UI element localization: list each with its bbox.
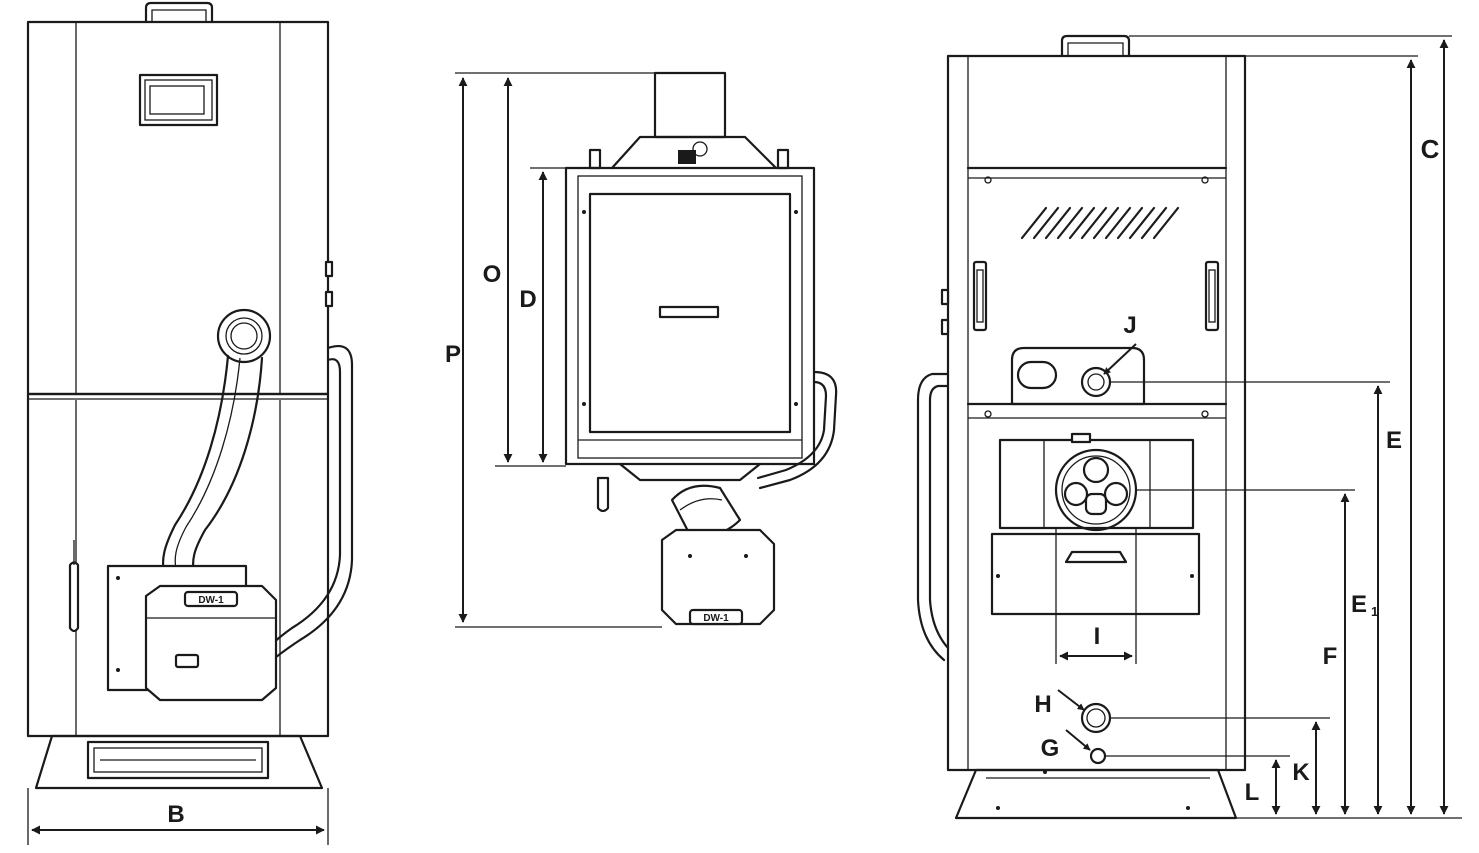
dimension-label-e1-main: E [1351,591,1367,618]
rear-side-hose [916,372,950,662]
dimensions-top-view: P O D [445,72,662,628]
rear-base-plinth [954,768,1238,820]
callout-arrow-h [1057,689,1085,711]
rear-hinge-left [972,260,988,332]
front-top-handle [144,1,214,24]
dimension-b: B [27,788,329,845]
fan-panel [998,438,1195,530]
lid-handle [658,305,720,319]
top-view-hose [758,370,838,490]
burner-plate-middle [688,608,744,626]
drain-g [1089,747,1107,765]
dimension-label-d: D [519,286,536,313]
burner-housing [144,584,278,702]
ventilation-grille [1020,206,1180,240]
control-display [138,73,219,127]
top-view-feed-tube [670,484,742,538]
feed-tube-flange [216,308,272,364]
rear-view [916,34,1247,820]
burner-sight-glass [174,653,200,669]
callout-label-h: H [1034,691,1051,718]
fuel-feed-hose [161,354,230,577]
dimension-label-i: I [1094,623,1101,650]
top-view-body [564,166,816,466]
burner-plate-left-text: DW-1 [198,595,224,606]
dimension-label-o: O [483,261,502,288]
front-upper-panel [26,20,330,396]
rear-hinge-right [1204,260,1220,332]
front-view: DW-1 [26,1,354,790]
top-view-burner [660,528,776,626]
dimension-label-e1-sub: 1 [1371,604,1378,619]
dimension-label-k: K [1292,759,1310,786]
top-view-lid [588,192,792,434]
front-base-plinth [34,734,324,790]
inlet-h [1080,702,1112,734]
callout-arrow-g [1065,729,1091,751]
side-return-hose [260,344,354,672]
flue-hood [610,135,778,170]
dimension-label-e: E [1386,427,1402,454]
callout-label-j: J [1123,312,1136,339]
burner-plate-middle-text: DW-1 [703,613,729,624]
rear-top-handle [1060,34,1131,58]
dimension-label-f: F [1323,643,1338,670]
dimension-label-b: B [167,801,184,828]
rear-body [946,54,1247,772]
callout-label-g: G [1041,735,1060,762]
flue-outlet [653,71,727,139]
dimension-label-p: P [445,341,461,368]
dimensions-rear-view: C E E 1 F K L I J H G [1034,35,1462,819]
top-view: DW-1 [564,71,838,626]
cleaning-door-handle [1064,550,1128,564]
cleaning-door [990,532,1201,616]
dimension-label-l: L [1245,779,1260,806]
door-handle [68,561,80,633]
dimension-label-c: C [1421,134,1440,164]
burner-plate-left [183,590,239,608]
callout-arrow-j [1103,343,1137,375]
